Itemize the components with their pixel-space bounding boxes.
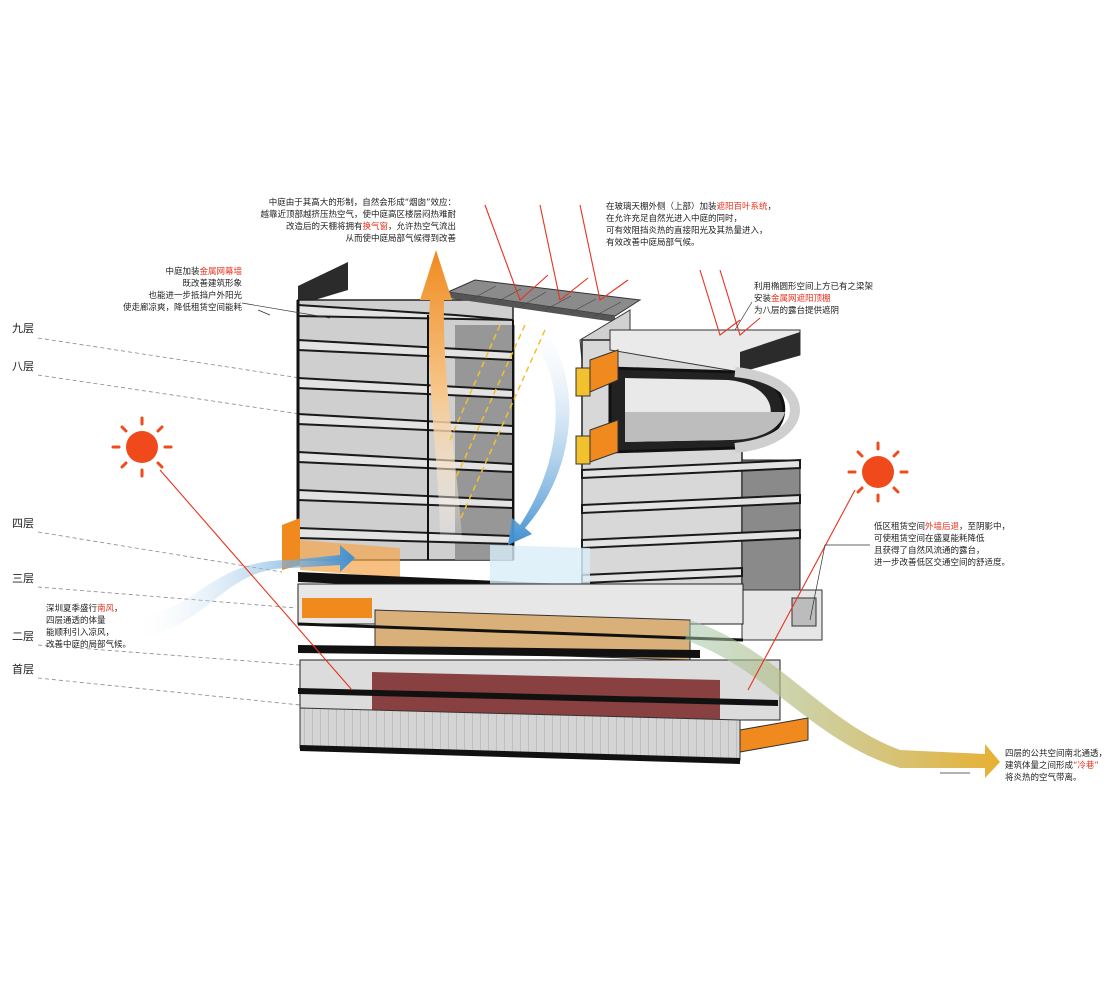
hot-air-updraft-arrow — [420, 250, 462, 540]
note-cold-lane: 四层的公共空间南北通透， 建筑体量之间形成“冷巷” 将炎热的空气带离。 — [1005, 749, 1108, 783]
floor-label-1: 首层 — [12, 663, 34, 676]
podium — [282, 518, 809, 764]
note-metal-mesh-curtain: 中庭加装金属网幕墙 既改善建筑形象 也能进一步抵挡户外阳光 使走廊凉爽，降低租赁… — [122, 267, 242, 313]
note-south-wind: 深圳夏季盛行南风， 四层通透的体量 能顺利引入凉风， 改善中庭的局部气候。 — [46, 604, 132, 650]
daylight-rays — [449, 324, 546, 521]
callout-leaders — [241, 301, 970, 774]
south-wind-arrow — [130, 545, 355, 640]
floor-leader-lines — [37, 337, 301, 706]
sun-icon-right — [847, 441, 909, 503]
note-chimney-effect: 中庭由于其高大的形制，自然会形成“烟囱”效应： 越靠近顶部越挤压热空气，使中庭高… — [260, 198, 456, 244]
cool-air-downdraft-arrow — [508, 320, 570, 545]
note-metal-grille-canopy: 利用椭圆形空间上方已有之梁架 安装金属网遮阳顶棚 为八层的露台提供遮阴 — [754, 282, 874, 316]
floor-label-4: 四层 — [12, 517, 34, 530]
note-setback-facade: 低区租赁空间外墙后退，至阴影中， 可使租赁空间在盛夏能耗降低 且获得了自然风流通… — [874, 522, 1011, 568]
note-louver-system: 在玻璃天棚外侧（上部）加装遮阳百叶系统， 在允许充足自然光进入中庭的同时， 可有… — [606, 202, 777, 248]
floor-label-2: 二层 — [12, 630, 34, 643]
right-side-volume — [741, 589, 823, 641]
sun-rays — [159, 204, 856, 691]
floor-label-8: 八层 — [12, 360, 34, 373]
right-tower — [575, 309, 801, 591]
sun-icon-left — [111, 416, 173, 478]
floor-label-9: 九层 — [12, 322, 34, 335]
roof-louver-canopy — [446, 279, 642, 322]
floor-label-3: 三层 — [12, 572, 34, 585]
left-tower — [296, 262, 515, 561]
